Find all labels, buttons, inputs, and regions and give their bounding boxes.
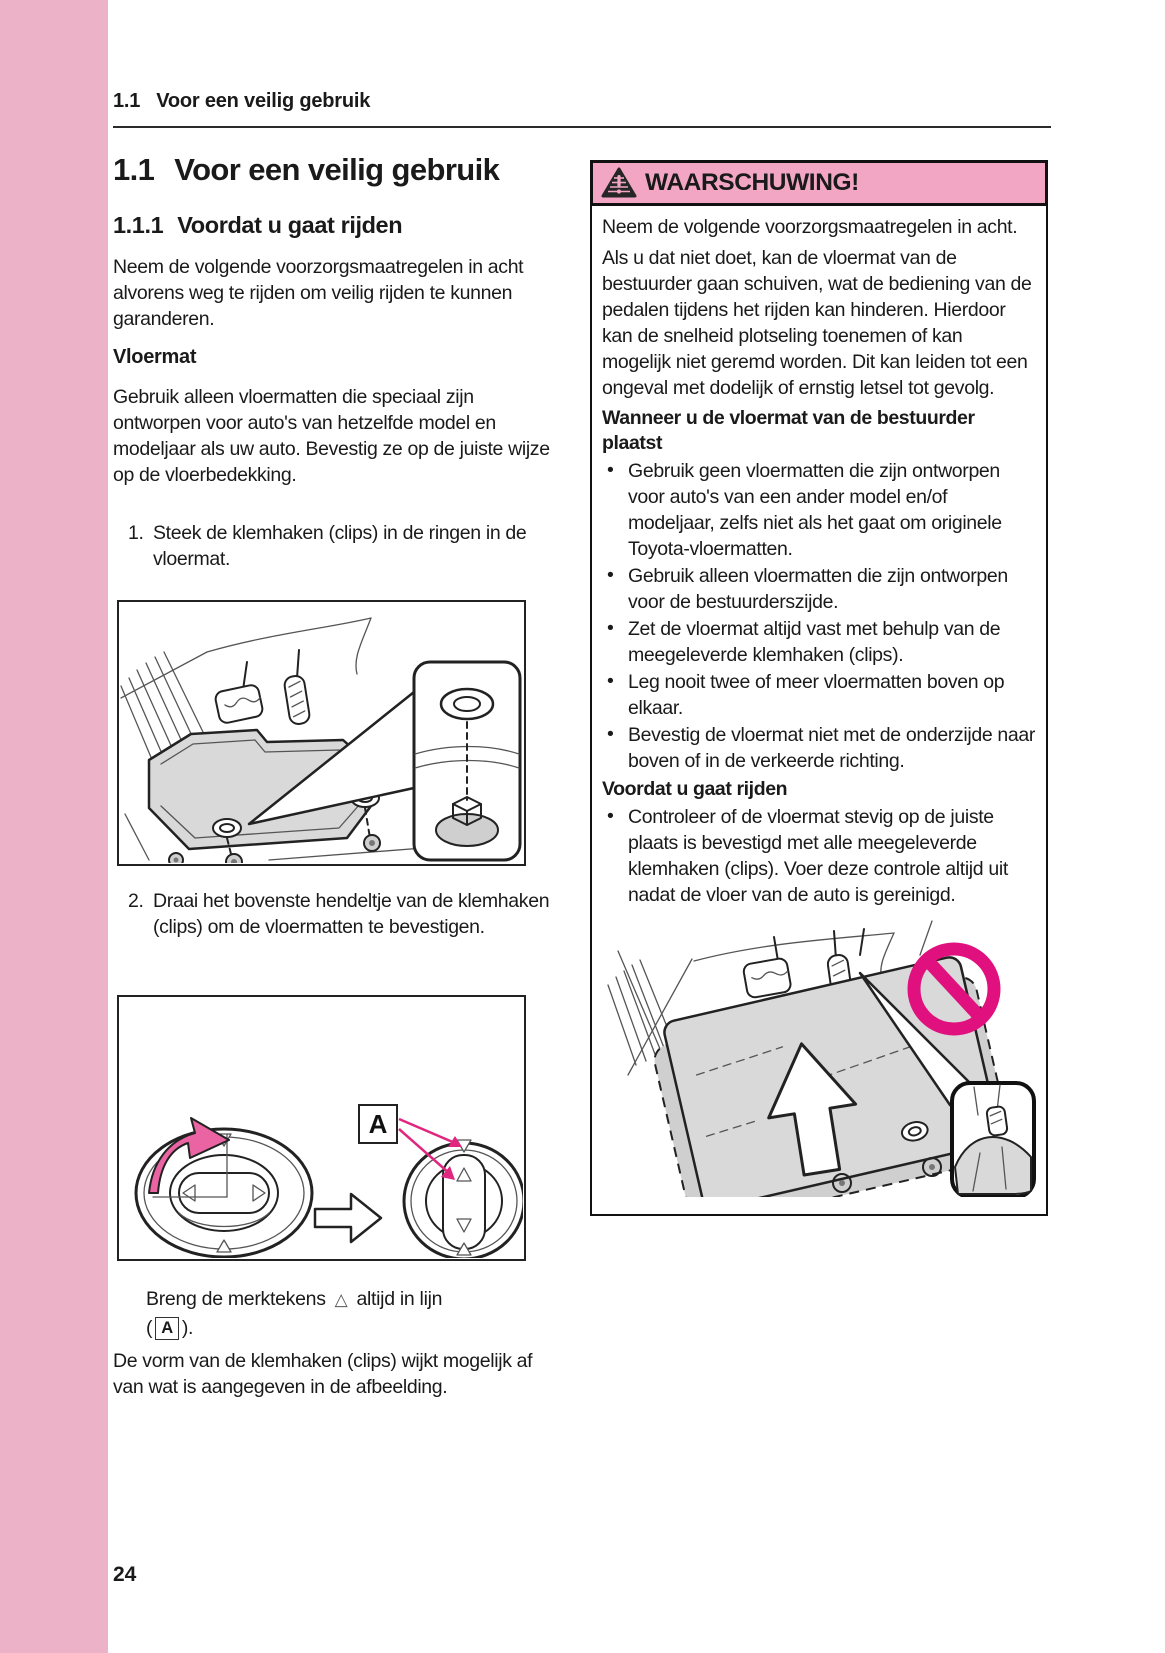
step-number: 2. — [128, 890, 144, 912]
a-label-box — [358, 1104, 398, 1144]
transition-arrow — [313, 1192, 383, 1244]
pedals — [214, 649, 311, 725]
page-title-number: 1.1 — [113, 152, 155, 187]
running-header: 1.1 Voor een veilig gebruik — [113, 90, 370, 113]
figure-floormat-clips — [117, 600, 526, 871]
warning-bullet: Gebruik alleen vloermatten die zijn ontw… — [602, 562, 1036, 615]
subsection-title-number: 1.1.1 — [113, 212, 164, 238]
rotate-arrow — [148, 1117, 230, 1194]
step-item-2: 2. Draai het bovenste hendeltje van de k… — [128, 888, 553, 940]
a-label: A — [369, 1109, 388, 1139]
clip-dial-after — [402, 1139, 526, 1261]
warning-body: Neem de volgende voorzorgsmaatregelen in… — [590, 206, 1048, 1228]
vloermat-heading: Vloermat — [113, 346, 197, 368]
warning-title: WAARSCHUWING! — [645, 169, 859, 196]
warning-bullet: Controleer of de vloermat stevig op de j… — [602, 803, 1036, 908]
page-title: 1.1 Voor een veilig gebruik — [113, 152, 500, 188]
page-title-text: Voor een veilig gebruik — [174, 152, 500, 187]
figure-caption: Breng de merktekens △ altijd in lijn (A). — [146, 1285, 538, 1342]
clip-shape-note: De vorm van de klemhaken (clips) wijkt m… — [113, 1350, 533, 1398]
alignment-guide-lines — [152, 1134, 228, 1198]
prohibition-slash — [923, 956, 985, 1022]
step-number: 1. — [128, 522, 144, 544]
header-rule — [113, 126, 1051, 128]
sidebar-stripe — [0, 0, 108, 1653]
figure-clip-rotation: A — [117, 995, 526, 1261]
floormat-clips-illustration — [120, 617, 522, 871]
warning-bullet: Gebruik geen vloermatten die zijn ontwor… — [602, 457, 1036, 562]
step-text: Steek de klemhaken (clips) in de ringen … — [153, 522, 527, 570]
warning-header: WAARSCHUWING! — [590, 160, 1048, 206]
clip-callout — [412, 660, 522, 862]
caption-paren-close: ). — [181, 1317, 194, 1339]
clip-dial-before — [134, 1127, 314, 1259]
warning-triangle-icon — [601, 167, 637, 198]
vloermat-paragraph: Gebruik alleen vloermatten die speciaal … — [113, 386, 550, 486]
step-item-1: 1. Steek de klemhaken (clips) in de ring… — [128, 520, 548, 572]
a-callout: A — [358, 1104, 462, 1180]
warning-bullet: Zet de vloermat altijd vast met behulp v… — [602, 615, 1036, 668]
figure-wrong-mat-prohibition — [607, 920, 1036, 1228]
warning-bullet: Leg nooit twee of meer vloermatten boven… — [602, 668, 1036, 721]
floor-anchors — [832, 1157, 942, 1193]
warning-subheading-placement: Wanneer u de vloermat van de bestuurder … — [602, 407, 975, 454]
caption-text-1: Breng de merktekens — [146, 1288, 326, 1310]
subsection-title: 1.1.1 Voordat u gaat rijden — [113, 212, 403, 239]
running-header-number: 1.1 — [113, 90, 141, 112]
correct-direction-arrow — [767, 1042, 858, 1177]
warning-subheading-before-driving: Voordat u gaat rijden — [602, 778, 788, 800]
warning-intro: Neem de volgende voorzorgsmaatregelen in… — [602, 216, 1018, 238]
warning-bullet: Bevestig de vloermat niet met de onderzi… — [602, 721, 1036, 774]
page-number: 24 — [113, 1563, 137, 1586]
mat-ring — [439, 687, 495, 721]
step-text: Draai het bovenste hendeltje van de klem… — [153, 890, 550, 938]
a-label-inline: A — [155, 1317, 179, 1340]
warning-box: WAARSCHUWING! Neem de volgende voorzorgs… — [590, 160, 1048, 1228]
triangle-mark: △ — [334, 1290, 348, 1309]
intro-paragraph: Neem de volgende voorzorgsmaatregelen in… — [113, 256, 524, 330]
carpet-hatching — [120, 651, 208, 763]
caption-paren-open: ( — [146, 1317, 153, 1339]
prohibition-icon — [907, 942, 1001, 1036]
pedal-interference-inset — [950, 1081, 1036, 1199]
warning-bullet-list-before-driving: Controleer of de vloermat stevig op de j… — [602, 803, 1036, 908]
subsection-title-text: Voordat u gaat rijden — [177, 212, 403, 238]
warning-consequences: Als u dat niet doet, kan de vloermat van… — [602, 247, 1032, 399]
running-header-title: Voor een veilig gebruik — [156, 90, 371, 112]
clip-rotation-illustration: A — [134, 1104, 526, 1261]
caption-text-2: altijd in lijn — [356, 1288, 443, 1310]
warning-bullet-list-placement: Gebruik geen vloermatten die zijn ontwor… — [602, 457, 1036, 774]
